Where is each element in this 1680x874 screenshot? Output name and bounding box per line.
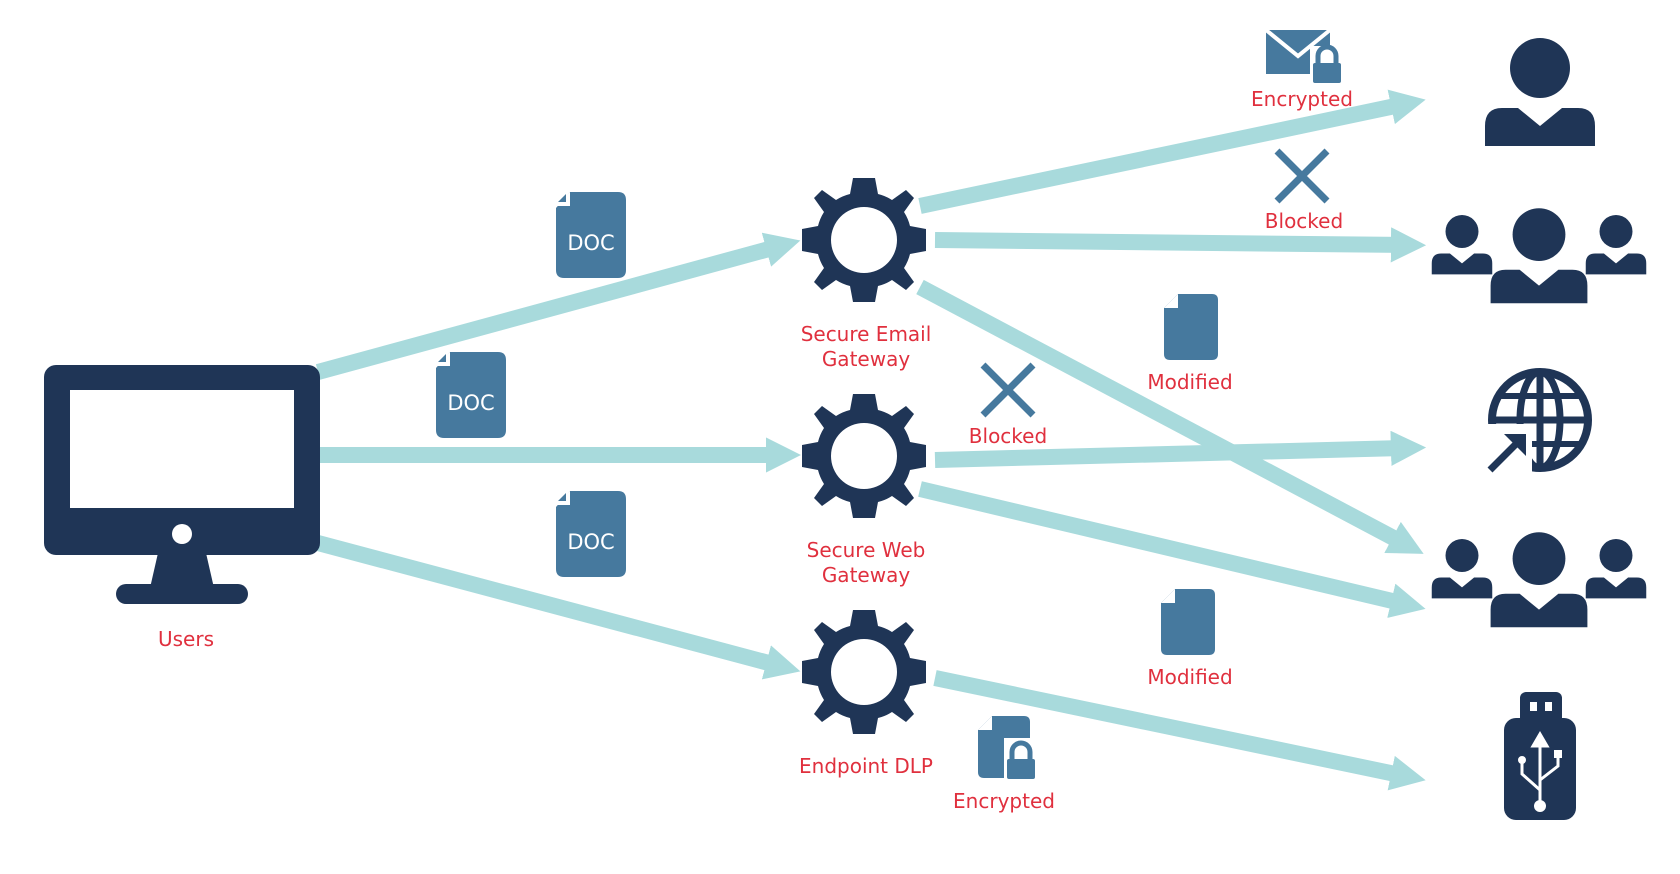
arrow-web-to-globe	[934, 430, 1427, 468]
doc-icon: DOC	[556, 491, 626, 577]
users-label: Users	[158, 627, 214, 651]
arrow-email-to-user	[918, 89, 1426, 214]
doc-icon-label: DOC	[567, 231, 614, 255]
gear-icon	[802, 394, 926, 518]
modified-top-label: Modified	[1147, 370, 1232, 394]
globe-icon	[1484, 368, 1592, 476]
endpoint-dlp-label: Endpoint DLP	[799, 754, 933, 778]
web-gateway-label-line2: Gateway	[822, 563, 911, 587]
blocked-top-label: Blocked	[1265, 209, 1343, 233]
gear-icon	[802, 610, 926, 734]
doc-icon-label: DOC	[447, 391, 494, 415]
x-icon	[983, 365, 1033, 415]
arrow-users-to-endpoint	[315, 535, 801, 680]
blocked-mid-label: Blocked	[969, 424, 1047, 448]
arrow-endpoint-to-usb	[933, 670, 1426, 791]
arrow-email-to-group	[934, 227, 1427, 263]
document-icon	[1161, 589, 1215, 655]
encrypted-top-label: Encrypted	[1251, 87, 1353, 111]
x-icon	[1277, 151, 1327, 201]
monitor-icon	[44, 365, 320, 604]
flow-arrows	[315, 89, 1427, 791]
document-icon	[1164, 294, 1218, 360]
envelope-lock-icon	[1264, 28, 1346, 86]
doc-icon-label: DOC	[567, 530, 614, 554]
arrow-email-to-group-bottom	[916, 279, 1424, 554]
doc-icon: DOC	[556, 192, 626, 278]
user-group-icon	[1431, 532, 1647, 628]
doc-icon: DOC	[436, 352, 506, 438]
usb-drive-icon	[1504, 692, 1576, 820]
user-icon	[1485, 38, 1595, 146]
web-gateway-label-line1: Secure Web	[807, 538, 926, 562]
email-gateway-label-line2: Gateway	[822, 347, 911, 371]
encrypted-bottom-label: Encrypted	[953, 789, 1055, 813]
arrow-web-to-group-bottom	[918, 481, 1426, 618]
email-gateway-label-line1: Secure Email	[801, 322, 932, 346]
arrow-users-to-email	[315, 232, 801, 380]
modified-bottom-label: Modified	[1147, 665, 1232, 689]
document-lock-icon	[978, 716, 1040, 782]
gear-icon	[802, 178, 926, 302]
user-group-icon	[1431, 208, 1647, 304]
